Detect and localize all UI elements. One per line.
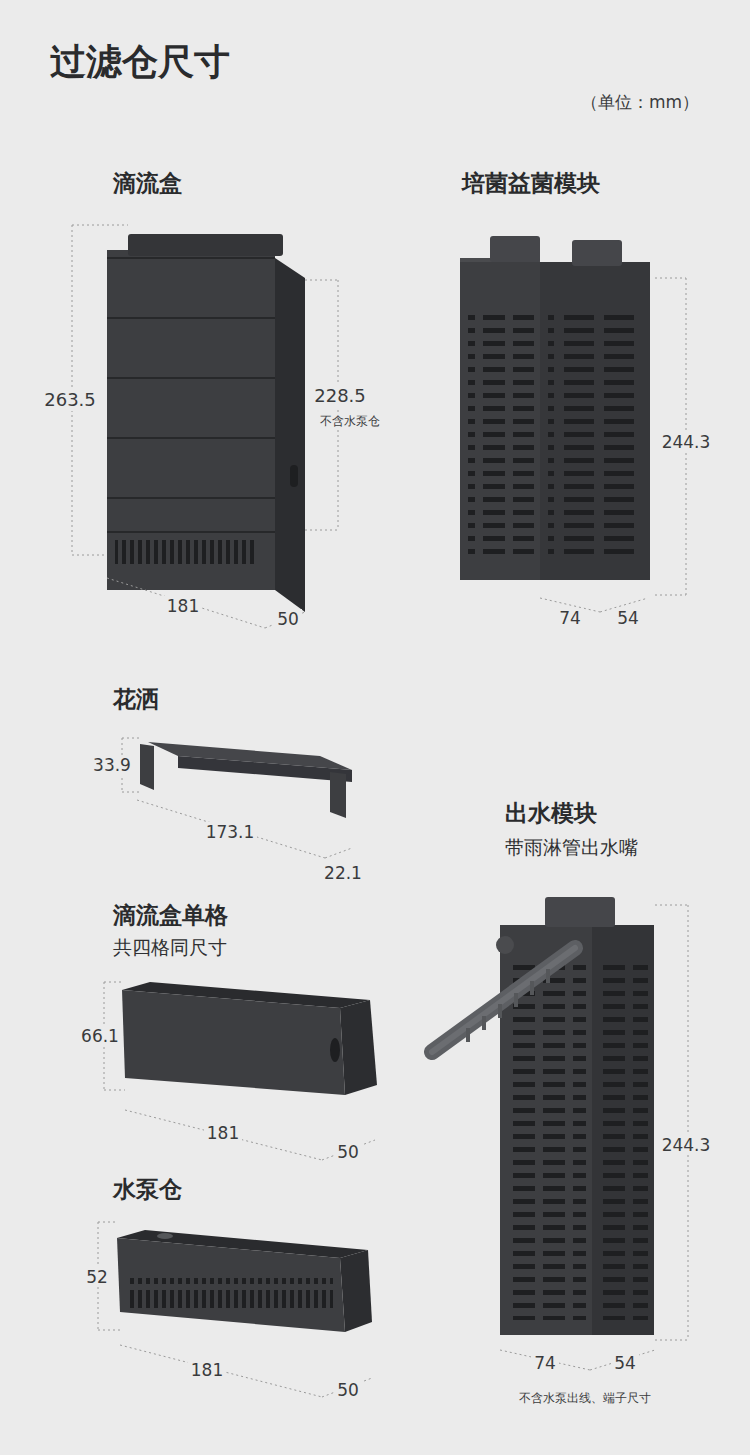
- drip-box: [107, 234, 305, 612]
- outlet-module: [432, 897, 654, 1335]
- dimension: 244.3: [659, 1135, 714, 1155]
- drip-cell: [122, 982, 377, 1095]
- dimension: 181: [204, 1123, 242, 1143]
- dimension: 50: [274, 609, 302, 629]
- dimension: 50: [334, 1380, 362, 1400]
- dimension-lines: [122, 738, 352, 858]
- subheading: 共四格同尺寸: [113, 936, 227, 959]
- section-heading: 水泵仓: [113, 1176, 182, 1204]
- dimension: 74: [531, 1353, 559, 1373]
- shower-bar: [140, 742, 352, 818]
- dimension: 54: [611, 1353, 639, 1373]
- dimension-lines: [98, 1222, 372, 1397]
- dimension: 173.1: [203, 822, 258, 842]
- section-heading: 滴流盒: [113, 170, 182, 198]
- dimension: 50: [334, 1142, 362, 1162]
- subheading: 带雨淋管出水嘴: [505, 836, 638, 859]
- dimension: 52: [83, 1267, 111, 1287]
- dimension-lines: [72, 225, 338, 628]
- dimension: 74: [556, 608, 584, 628]
- pump-chamber: [117, 1230, 372, 1332]
- unit-note: （单位：mm）: [578, 92, 702, 112]
- bacteria-module: [460, 236, 650, 580]
- dimension: 33.9: [90, 755, 134, 775]
- dimension: 54: [614, 608, 642, 628]
- dimension: 181: [188, 1360, 226, 1380]
- section-heading: 花洒: [113, 686, 159, 714]
- dimension: 244.3: [659, 432, 714, 452]
- note: 不含水泵仓: [317, 414, 383, 428]
- dimension: 263.5: [41, 389, 99, 411]
- note: 不含水泵出线、端子尺寸: [516, 1391, 654, 1405]
- dimension: 228.5: [311, 385, 369, 407]
- dimension: 181: [164, 596, 202, 616]
- dimension-lines: [104, 982, 375, 1160]
- section-heading: 出水模块: [505, 800, 597, 828]
- dimension: 66.1: [78, 1026, 122, 1046]
- section-heading: 滴流盒单格: [113, 902, 228, 930]
- page-title: 过滤仓尺寸: [50, 40, 230, 83]
- dimension: 22.1: [321, 863, 365, 883]
- section-heading: 培菌益菌模块: [462, 170, 600, 198]
